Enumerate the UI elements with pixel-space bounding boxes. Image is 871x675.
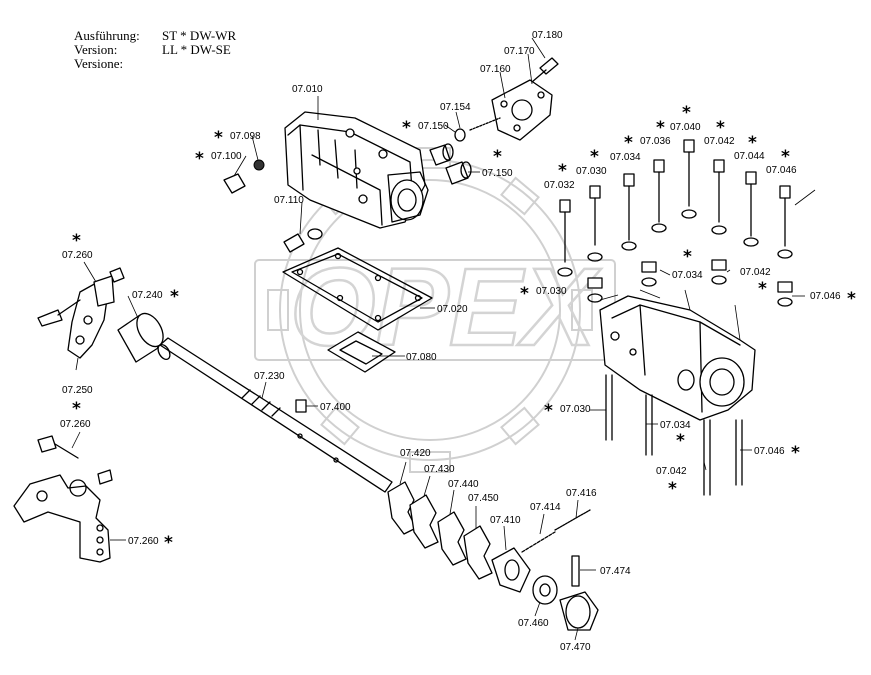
cam-stack: [387, 481, 493, 580]
label-07150-a: 07.150: [418, 121, 449, 132]
label-07042-c: 07.042: [656, 466, 687, 477]
label-07034-b: 07.034: [672, 270, 703, 281]
right-bolt-set: [557, 139, 793, 307]
label-07036: 07.036: [640, 136, 671, 147]
label-07414: 07.414: [530, 502, 561, 513]
label-07040: 07.040: [670, 122, 701, 133]
marker-07030-b: *: [520, 284, 529, 304]
marker-07240: *: [170, 287, 179, 307]
label-07046-c: 07.046: [754, 446, 785, 457]
label-07250: 07.250: [62, 385, 93, 396]
roller-assembly: [532, 555, 599, 631]
marker-07042: *: [716, 118, 725, 138]
label-07170: 07.170: [504, 46, 535, 57]
label-07010: 07.010: [292, 84, 323, 95]
cover-plate: [491, 57, 559, 141]
label-07410: 07.410: [490, 515, 521, 526]
follower-assembly: [491, 509, 591, 593]
label-07400: 07.400: [320, 402, 351, 413]
label-07470: 07.470: [560, 642, 591, 653]
marker-07260-a: *: [72, 231, 81, 251]
lever-upper: [37, 267, 125, 359]
upper-housing: [284, 111, 429, 229]
label-07460: 07.460: [518, 618, 549, 629]
label-07046-a: 07.046: [766, 165, 797, 176]
header-key-2: Version:: [74, 42, 117, 57]
label-07430: 07.430: [424, 464, 455, 475]
label-07030-a: 07.030: [576, 166, 607, 177]
marker-07150-b: *: [493, 147, 502, 167]
shaft: [157, 337, 393, 493]
marker-07032: *: [558, 161, 567, 181]
label-07034-a: 07.034: [610, 152, 641, 163]
marker-07030-c: *: [544, 401, 553, 421]
marker-07046-c: *: [791, 443, 800, 463]
marker-07036: *: [656, 118, 665, 138]
bushings-upper: [429, 117, 501, 185]
label-07020: 07.020: [437, 304, 468, 315]
marker-07260-b: *: [72, 399, 81, 419]
header-key-1: Ausführung:: [74, 28, 140, 43]
asterisk-markers: * * * * * * * * * * * * * * * * * * * * …: [72, 103, 856, 553]
label-07032: 07.032: [544, 180, 575, 191]
plug-left: [223, 159, 265, 194]
long-studs: [605, 374, 743, 496]
header-val-2: LL * DW-SE: [162, 42, 231, 57]
right-housing: [599, 289, 756, 421]
marker-07046-b: *: [847, 289, 856, 309]
label-07230: 07.230: [254, 371, 285, 382]
label-07474: 07.474: [600, 566, 631, 577]
label-07044: 07.044: [734, 151, 765, 162]
marker-07044: *: [748, 133, 757, 153]
marker-07098: *: [214, 128, 223, 148]
marker-07040: *: [682, 103, 691, 123]
label-07110: 07.110: [274, 195, 304, 206]
label-07160: 07.160: [480, 64, 511, 75]
plate-080: [327, 331, 396, 373]
marker-07046-b-left: *: [758, 279, 767, 299]
label-07420: 07.420: [400, 448, 431, 459]
marker-07034-b: *: [683, 247, 692, 267]
marker-07150: *: [402, 118, 411, 138]
label-07042-a: 07.042: [704, 136, 735, 147]
header-block: Ausführung: ST * DW-WR Version: LL * DW-…: [74, 28, 236, 71]
marker-07260-c: *: [164, 533, 173, 553]
label-07260-b: 07.260: [60, 419, 91, 430]
marker-07100: *: [195, 149, 204, 169]
label-07416: 07.416: [566, 488, 597, 499]
label-07450: 07.450: [468, 493, 499, 504]
label-07034-c: 07.034: [660, 420, 691, 431]
label-07030-b: 07.030: [536, 286, 567, 297]
label-07260-a: 07.260: [62, 250, 93, 261]
marker-07034-c: *: [676, 431, 685, 451]
leader-lines: [71, 37, 816, 641]
marker-07030: *: [590, 147, 599, 167]
part-labels: 07.180 07.170 07.160 07.010 07.154 07.15…: [60, 30, 841, 653]
label-07100: 07.100: [211, 151, 242, 162]
label-07042-b: 07.042: [740, 267, 771, 278]
label-07260-c: 07.260: [128, 536, 159, 547]
label-07440: 07.440: [448, 479, 479, 490]
label-07030-c: 07.030: [560, 404, 591, 415]
header-val-1: ST * DW-WR: [162, 28, 236, 43]
gasket: [282, 247, 433, 331]
header-key-3: Versione:: [74, 56, 123, 71]
breather: [283, 228, 323, 253]
label-07046-b: 07.046: [810, 291, 841, 302]
marker-07034: *: [624, 133, 633, 153]
label-07180: 07.180: [532, 30, 563, 41]
marker-07046: *: [781, 147, 790, 167]
marker-07042-c: *: [668, 479, 677, 499]
label-07150-b: 07.150: [482, 168, 513, 179]
label-07154: 07.154: [440, 102, 471, 113]
ring-240: [117, 312, 164, 363]
label-07098: 07.098: [230, 131, 261, 142]
label-07240: 07.240: [132, 290, 163, 301]
lever-lower: [13, 435, 113, 563]
label-07080: 07.080: [406, 352, 437, 363]
